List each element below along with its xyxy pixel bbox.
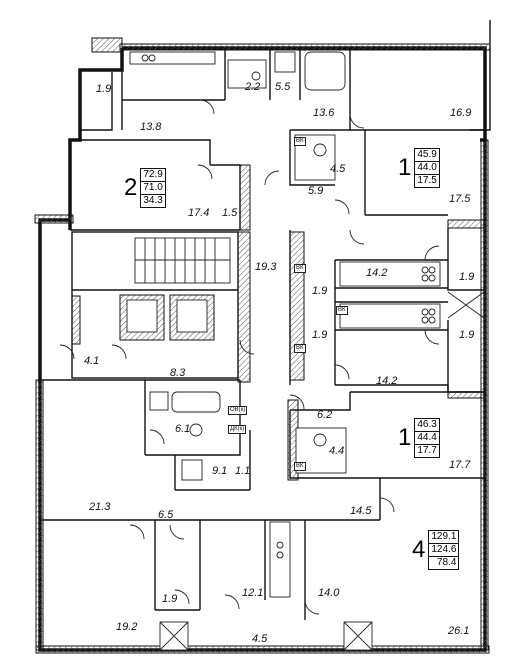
room-area-label: 2.2 (245, 81, 261, 93)
room-area-label: 5.9 (308, 185, 324, 197)
room-area-label: 26.1 (448, 625, 470, 637)
service-tag: ДК(к) (228, 425, 247, 434)
room-area-label: 9.1 (212, 465, 228, 477)
room-area-label: 16.9 (450, 107, 472, 119)
unit-living-area: 34.3 (141, 194, 165, 206)
room-area-label: 14.5 (350, 505, 372, 517)
fixtures (129, 51, 441, 598)
unit-living-area: 17.5 (415, 174, 439, 186)
unit-total-area: 72.9 (143, 169, 163, 180)
unit-total-area: 46.3 (417, 419, 437, 430)
unit-rooms: 4 (412, 536, 426, 563)
service-tag: ВК (294, 264, 306, 273)
unit-badge: 2 72.9 71.0 34.3 (124, 168, 166, 208)
room-area-label: 12.1 (242, 587, 264, 599)
unit-area-box: 72.9 71.0 34.3 (140, 168, 166, 208)
unit-area: 124.6 (429, 543, 459, 555)
room-area-label: 17.7 (449, 459, 471, 471)
service-tag: ВК (294, 137, 306, 146)
room-area-label: 8.3 (170, 367, 186, 379)
unit-area: 44.4 (415, 431, 439, 443)
unit-rooms: 2 (124, 174, 138, 201)
unit-living-area: 78.4 (429, 556, 459, 569)
unit-area: 44.0 (415, 161, 439, 173)
unit-total-area: 45.9 (417, 149, 437, 160)
room-area-label: 14.2 (376, 375, 398, 387)
room-area-label: 4.1 (84, 355, 100, 367)
service-tag: ОВ(к) (228, 406, 248, 415)
room-area-label: 1.1 (235, 465, 251, 477)
unit-area-box: 46.3 44.4 17.7 (414, 418, 440, 458)
unit-badge: 1 45.9 44.0 17.5 (398, 148, 440, 188)
room-area-label: 17.4 (188, 207, 210, 219)
room-area-label: 19.2 (116, 621, 138, 633)
unit-badge: 4 129.1 124.6 78.4 (412, 530, 460, 570)
unit-area: 71.0 (141, 181, 165, 193)
interior-walls (40, 48, 485, 620)
room-area-label: 6.5 (158, 509, 174, 521)
unit-rooms: 1 (398, 154, 412, 181)
room-area-label: 4.5 (252, 633, 268, 645)
door-swings (59, 99, 440, 615)
unit-living-area: 17.7 (415, 444, 439, 456)
room-area-label: 17.5 (449, 193, 471, 205)
room-area-label: 1.9 (459, 329, 475, 341)
room-area-label: 1.9 (162, 593, 178, 605)
unit-total-area: 129.1 (431, 531, 457, 542)
room-area-label: 6.2 (317, 409, 333, 421)
unit-rooms: 1 (398, 424, 412, 451)
room-area-label: 21.3 (89, 501, 111, 513)
room-area-label: 13.8 (140, 121, 162, 133)
service-tag: ВК (294, 462, 306, 471)
service-tag: ВК (294, 344, 306, 353)
unit-area-box: 45.9 44.0 17.5 (414, 148, 440, 188)
room-area-label: 13.6 (313, 107, 335, 119)
room-area-label: 14.2 (366, 267, 388, 279)
unit-area-box: 129.1 124.6 78.4 (428, 530, 460, 570)
room-area-label: 1.5 (222, 207, 238, 219)
room-area-label: 1.9 (312, 329, 328, 341)
room-area-label: 4.4 (329, 445, 345, 457)
room-area-label: 4.5 (330, 163, 346, 175)
room-area-label: 5.5 (275, 81, 291, 93)
room-area-label: 1.9 (312, 285, 328, 297)
room-area-label: 1.9 (96, 83, 112, 95)
room-area-label: 19.3 (255, 261, 277, 273)
room-area-label: 14.0 (318, 587, 340, 599)
service-tag: ВК (336, 306, 348, 315)
unit-badge: 1 46.3 44.4 17.7 (398, 418, 440, 458)
room-area-label: 1.9 (459, 271, 475, 283)
room-area-label: 6.1 (175, 423, 191, 435)
